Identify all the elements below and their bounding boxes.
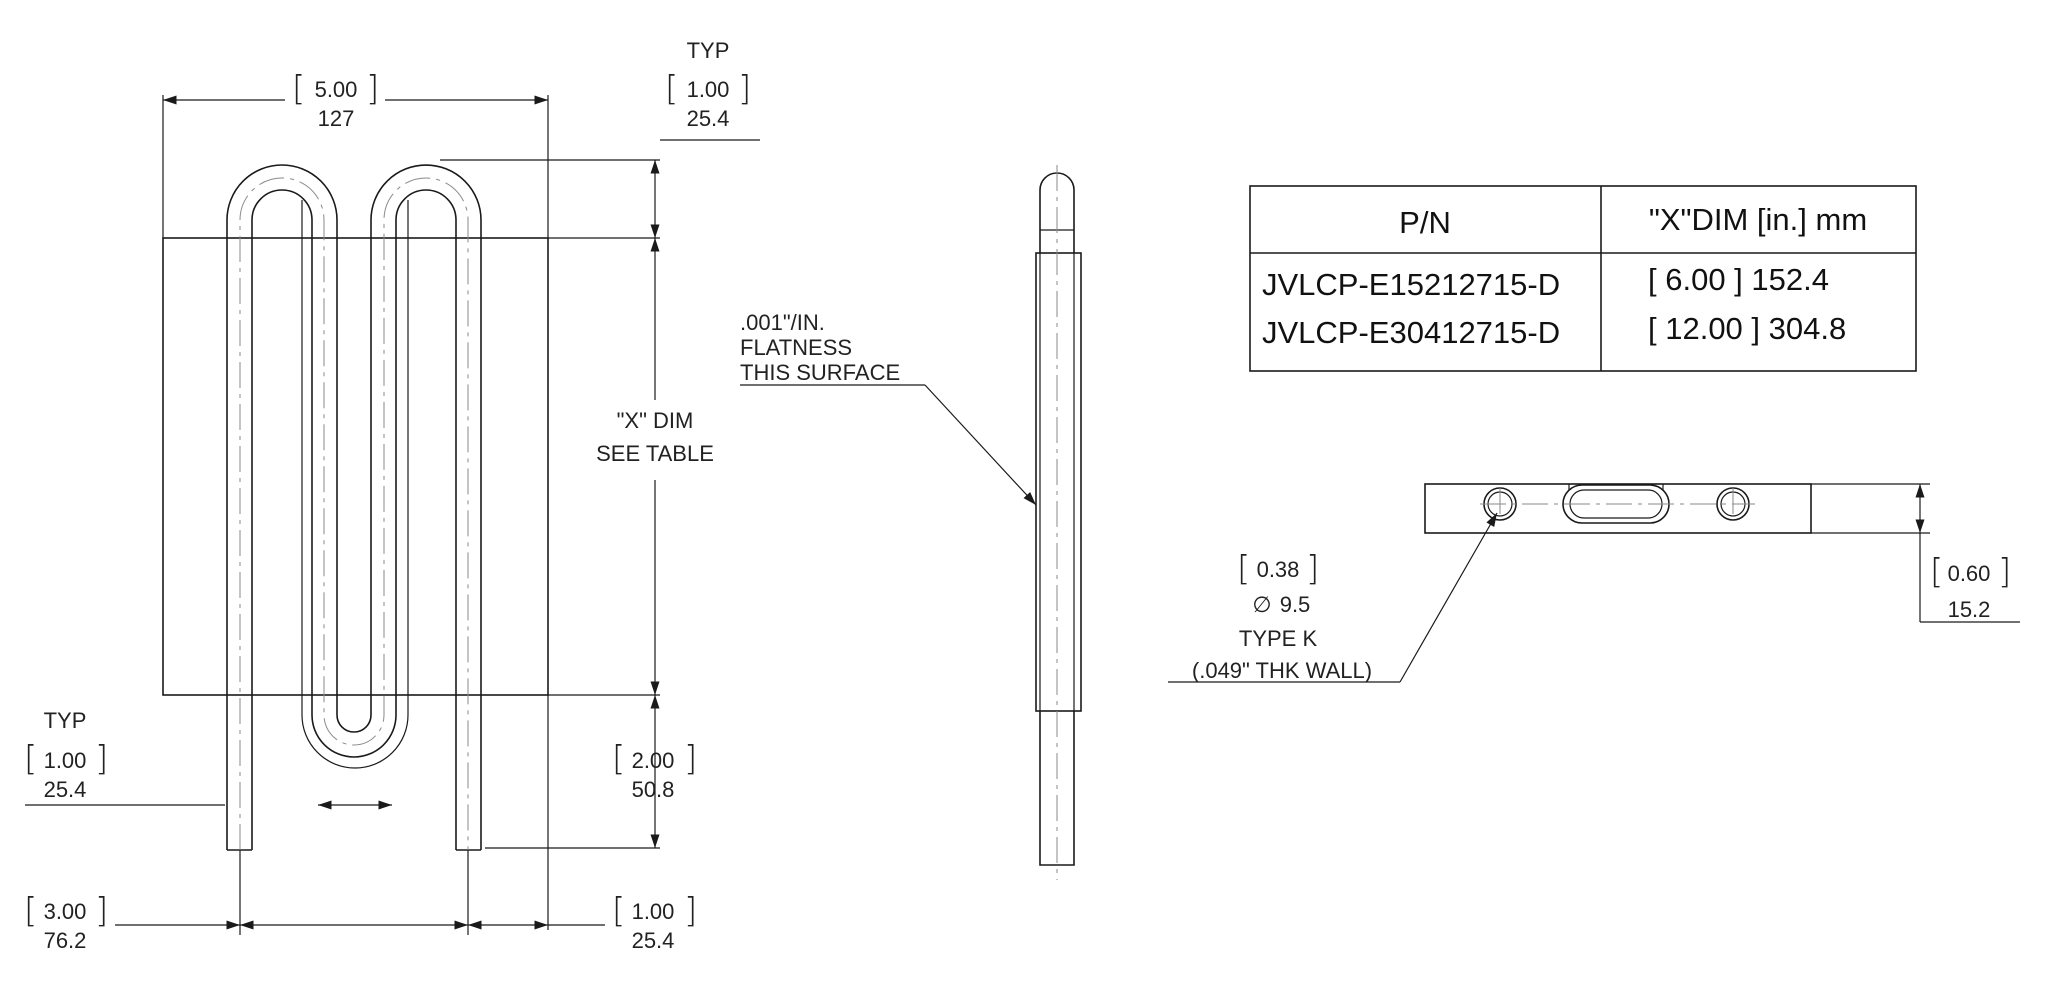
thickness-mm: 15.2 [1948, 597, 1991, 622]
front-view: [ ] 5.00 127 TYP [ ] 1.00 25.4 "X" DIM S… [24, 38, 760, 953]
svg-text:[: [ [1930, 552, 1943, 592]
table-row-1-xdim: [ 6.00 ] 152.4 [1648, 262, 1829, 297]
side-view: .001"/IN. FLATNESS THIS SURFACE [740, 165, 1082, 880]
left-typ-mm: 25.4 [44, 777, 87, 802]
tube-od-mm: 9.5 [1280, 592, 1311, 617]
top-typ-in: 1.00 [687, 77, 730, 102]
leg-offset-mm: 25.4 [632, 928, 675, 953]
svg-text:[: [ [24, 891, 37, 931]
svg-text:]: ] [1998, 552, 2011, 592]
flatness-line3: THIS SURFACE [740, 360, 900, 385]
end-plate [1424, 483, 1812, 534]
tube-od-in: 0.38 [1257, 557, 1300, 582]
extension-mm: 50.8 [632, 777, 675, 802]
side-plate [1035, 252, 1082, 712]
plate-outline [162, 237, 549, 696]
svg-text:[: [ [24, 739, 37, 779]
leg-offset-in: 1.00 [632, 899, 675, 924]
flatness-line1: .001"/IN. [740, 310, 825, 335]
leg-spacing-mm: 76.2 [44, 928, 87, 953]
svg-text:[: [ [612, 891, 625, 931]
svg-text:]: ] [738, 69, 751, 109]
thickness-in: 0.60 [1948, 561, 1991, 586]
svg-text:[: [ [612, 739, 625, 779]
table-row-2-pn: JVLCP-E30412715-D [1262, 315, 1560, 350]
end-view: [ ] 0.60 15.2 [ ] 0.38 ∅ 9.5 TYPE K (.04… [1168, 483, 2020, 683]
leg-spacing-in: 3.00 [44, 899, 87, 924]
svg-text:]: ] [95, 891, 108, 931]
svg-text:]: ] [684, 891, 697, 931]
table-header-xdim: "X"DIM [in.] mm [1649, 202, 1867, 237]
left-typ-label: TYP [44, 708, 87, 733]
width-in-label: 5.00 [315, 77, 358, 102]
diameter-icon: ∅ [1252, 592, 1271, 617]
svg-text:]: ] [684, 739, 697, 779]
table-header-pn: P/N [1399, 205, 1451, 240]
x-dim-label: "X" DIM [617, 408, 694, 433]
svg-text:[: [ [292, 69, 305, 109]
tube-outer [226, 164, 482, 850]
table-row-1-pn: JVLCP-E15212715-D [1262, 267, 1560, 302]
x-dim-see-table: SEE TABLE [596, 441, 714, 466]
svg-text:]: ] [1306, 549, 1319, 589]
top-typ-mm: 25.4 [687, 106, 730, 131]
width-mm-label: 127 [318, 106, 355, 131]
part-number-table: P/N "X"DIM [in.] mm JVLCP-E15212715-D [ … [1249, 185, 1917, 372]
top-typ-label: TYP [687, 38, 730, 63]
tube-type: TYPE K [1239, 626, 1318, 651]
side-tube-bottom [1039, 711, 1075, 866]
tube-wall: (.049" THK WALL) [1192, 658, 1372, 683]
svg-text:[: [ [665, 69, 678, 109]
flatness-line2: FLATNESS [740, 335, 852, 360]
extension-in: 2.00 [632, 748, 675, 773]
svg-text:]: ] [366, 69, 379, 109]
table-row-2-xdim: [ 12.00 ] 304.8 [1648, 311, 1846, 346]
svg-text:[: [ [1237, 549, 1250, 589]
left-typ-in: 1.00 [44, 748, 87, 773]
svg-text:]: ] [95, 739, 108, 779]
tube-inner [251, 189, 457, 850]
tube-centerline [239, 177, 469, 850]
